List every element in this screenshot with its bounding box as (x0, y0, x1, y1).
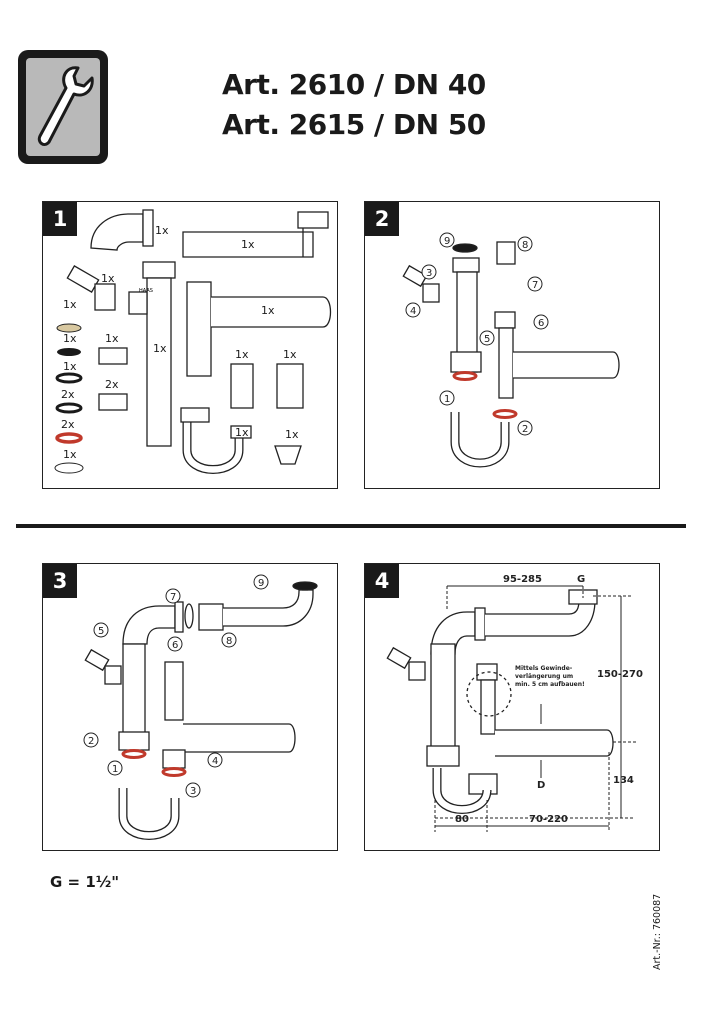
brand-label: HAAS (139, 288, 153, 294)
step-8: 8 (522, 240, 528, 251)
qty-seal-red: 2x (61, 418, 75, 431)
qty-nut-1: 1x (105, 332, 119, 345)
qty-t-pipe: 1x (261, 304, 275, 317)
step-2: 2 (88, 736, 94, 747)
dim-vertical-lower: 134 (613, 775, 634, 786)
panel-number: 1 (43, 202, 77, 236)
step-7: 7 (170, 592, 176, 603)
step-5: 5 (98, 626, 104, 637)
panel-4-dimensions: 4 (364, 563, 660, 851)
note-line-1: Mittels Gewinde- (515, 665, 573, 672)
note-line-2: verlängerung um (515, 673, 573, 680)
dim-connection-g: G (577, 574, 585, 585)
step-3: 3 (426, 268, 432, 279)
qty-extension: 1x (235, 348, 249, 361)
dim-bottom-left: 80 (455, 814, 469, 825)
qty-oring-1: 1x (63, 360, 77, 373)
step-1: 1 (444, 394, 450, 405)
qty-oring-2: 2x (61, 388, 75, 401)
wrench-icon (26, 58, 100, 156)
qty-nut-2: 2x (105, 378, 119, 391)
step-1: 1 (112, 764, 118, 775)
qty-elbow: 1x (155, 224, 169, 237)
panel-1-parts-list: 1 (42, 201, 338, 489)
dim-vertical-height: 150-270 (597, 669, 643, 680)
dimension-drawing: 95-285 G 150-270 134 D 80 70-220 Mittels… (386, 574, 643, 832)
qty-flat-seal: 1x (63, 448, 77, 461)
title-line-1: Art. 2610 / DN 40 (222, 68, 486, 101)
parts-drawing: HAAS (54, 209, 332, 474)
step-4: 4 (212, 756, 218, 767)
assembly-drawing-2: 9 8 3 7 4 5 6 1 2 (402, 232, 620, 468)
step-3: 3 (190, 786, 196, 797)
step-7: 7 (532, 280, 538, 291)
step-9: 9 (444, 236, 450, 247)
panel-3-assembly: 3 5 6 7 8 9 2 4 (42, 563, 338, 851)
qty-hose-connector: 1x (101, 272, 115, 285)
step-9: 9 (258, 578, 264, 589)
step-5: 5 (484, 334, 490, 345)
qty-standpipe: 1x (153, 342, 167, 355)
step-6: 6 (172, 640, 178, 651)
dim-bottom-right: 70-220 (529, 814, 568, 825)
qty-seal-black: 1x (63, 332, 77, 345)
step-6: 6 (538, 318, 544, 329)
qty-bent-tube: 1x (241, 238, 255, 251)
step-8: 8 (226, 636, 232, 647)
panel-2-assembly: 2 9 8 3 7 4 5 6 1 2 (364, 201, 660, 489)
panel-number: 2 (365, 202, 399, 236)
panel-number: 4 (365, 564, 399, 598)
article-number: Art.-Nr.: 760087 (652, 893, 663, 970)
step-2: 2 (522, 424, 528, 435)
dim-diameter: D (537, 780, 545, 791)
qty-seal-beige: 1x (63, 298, 77, 311)
qty-nut-3: 1x (283, 348, 297, 361)
note-line-3: min. 5 cm aufbauen! (515, 681, 585, 688)
assembly-drawing-3: 5 6 7 8 9 2 4 1 3 (83, 574, 318, 840)
qty-u-trap: 1x (235, 426, 249, 439)
step-4: 4 (410, 306, 416, 317)
qty-cone-seal: 1x (285, 428, 299, 441)
panel-number: 3 (43, 564, 77, 598)
title-line-2: Art. 2615 / DN 50 (222, 108, 486, 141)
thread-note: G = 1½" (50, 873, 120, 891)
dim-horizontal-top: 95-285 (503, 574, 542, 585)
section-divider (16, 524, 686, 528)
